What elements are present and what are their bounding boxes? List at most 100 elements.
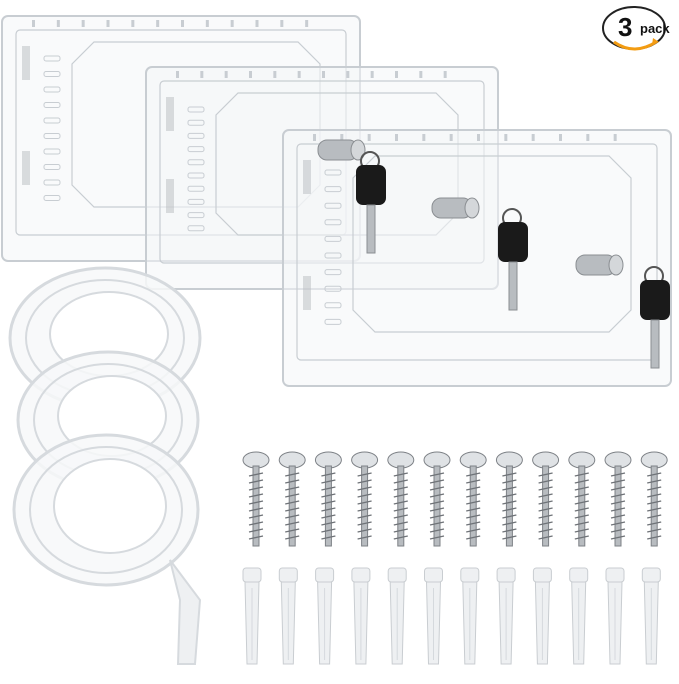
screw-thread: [357, 514, 372, 519]
screw: [495, 451, 523, 547]
screw-thread: [321, 521, 336, 526]
screw-thread: [248, 535, 264, 540]
screw-thread: [357, 507, 372, 512]
screw: [314, 451, 342, 547]
wall-anchor: [351, 567, 371, 665]
screw-shank: [252, 465, 260, 547]
key-head: [498, 222, 528, 262]
vent-slot: [324, 169, 342, 176]
screw-thread: [357, 479, 372, 484]
anchor-collar: [460, 567, 480, 583]
edge-notch: [419, 71, 423, 78]
vent-slot: [324, 186, 342, 193]
vent-slot: [324, 252, 342, 259]
vent-slot: [187, 225, 205, 232]
screw-thread: [466, 472, 481, 477]
screw-thread: [647, 493, 662, 498]
wall-anchor: [569, 567, 589, 665]
screw-thread: [647, 479, 662, 484]
vent-slot: [43, 195, 61, 201]
key-blade: [366, 204, 376, 254]
screw-thread: [393, 507, 408, 512]
vent-slot: [324, 235, 342, 242]
screw-thread: [538, 486, 553, 491]
screw-thread: [248, 521, 264, 526]
screw-thread: [502, 507, 517, 512]
key-blade: [650, 319, 660, 369]
screw-thread: [321, 528, 336, 533]
screw-thread: [357, 493, 372, 498]
wall-anchor: [315, 567, 335, 665]
screw-thread: [647, 528, 662, 533]
wall-anchor: [641, 567, 661, 665]
screw-thread: [466, 507, 481, 512]
edge-notch: [56, 20, 60, 27]
vent-slot: [187, 185, 205, 192]
screw-shank: [361, 465, 369, 547]
edge-notch: [305, 20, 309, 27]
wall-anchor: [387, 567, 407, 665]
screw-thread: [429, 493, 445, 498]
vent-slot: [43, 164, 61, 170]
screw: [532, 451, 560, 547]
lock-and-key: [575, 254, 670, 369]
anchor-collar: [496, 567, 516, 583]
screw-thread: [538, 528, 553, 533]
key-blade: [508, 261, 518, 311]
screw-thread: [393, 493, 408, 498]
vent-slot: [324, 219, 342, 226]
tape-loose-end: [169, 559, 202, 665]
screw-thread: [285, 472, 300, 477]
screw-thread: [393, 535, 408, 540]
screw-thread: [502, 521, 517, 526]
screw-thread: [429, 528, 445, 533]
edge-notch: [156, 20, 160, 27]
wall-anchor: [278, 567, 298, 665]
hinge: [166, 179, 174, 213]
screw: [242, 451, 270, 547]
edge-notch: [443, 71, 447, 78]
screw-thread: [574, 479, 589, 484]
edge-notch: [370, 71, 374, 78]
screw-thread: [538, 535, 553, 540]
edge-notch: [255, 20, 259, 27]
screw-thread: [357, 521, 372, 526]
screw-thread: [466, 521, 481, 526]
edge-notch: [313, 134, 316, 141]
key-head: [640, 280, 670, 320]
screw-thread: [248, 493, 264, 498]
edge-notch: [273, 71, 277, 78]
screw-thread: [538, 514, 553, 519]
screw-thread: [647, 521, 662, 526]
screw-thread: [574, 472, 589, 477]
screw-thread: [321, 486, 336, 491]
hinge: [303, 276, 311, 310]
screw-thread: [610, 535, 626, 540]
screw-thread: [647, 500, 662, 505]
screw-thread: [610, 507, 626, 512]
vent-slot: [43, 55, 61, 62]
edge-notch: [106, 20, 110, 27]
tape-layer: [29, 446, 183, 574]
screw-thread: [429, 472, 445, 477]
screw-thread: [647, 486, 662, 491]
screw-thread: [574, 500, 589, 505]
screw-shank: [288, 465, 296, 547]
tape-roll: [12, 433, 200, 587]
screw: [604, 451, 632, 547]
badge-count: 3: [618, 12, 633, 42]
edge-notch: [322, 71, 325, 78]
anchor-collar: [315, 567, 335, 583]
screw-thread: [502, 486, 517, 491]
screw-thread: [248, 528, 264, 533]
anchor-collar: [569, 567, 589, 583]
anchor-collar: [605, 567, 625, 583]
edge-notch: [586, 134, 590, 141]
screw-thread: [610, 500, 626, 505]
screw-thread: [285, 514, 300, 519]
screw-thread: [574, 486, 589, 491]
screw-thread: [610, 486, 626, 491]
screw-thread: [285, 493, 300, 498]
screw-thread: [466, 514, 481, 519]
